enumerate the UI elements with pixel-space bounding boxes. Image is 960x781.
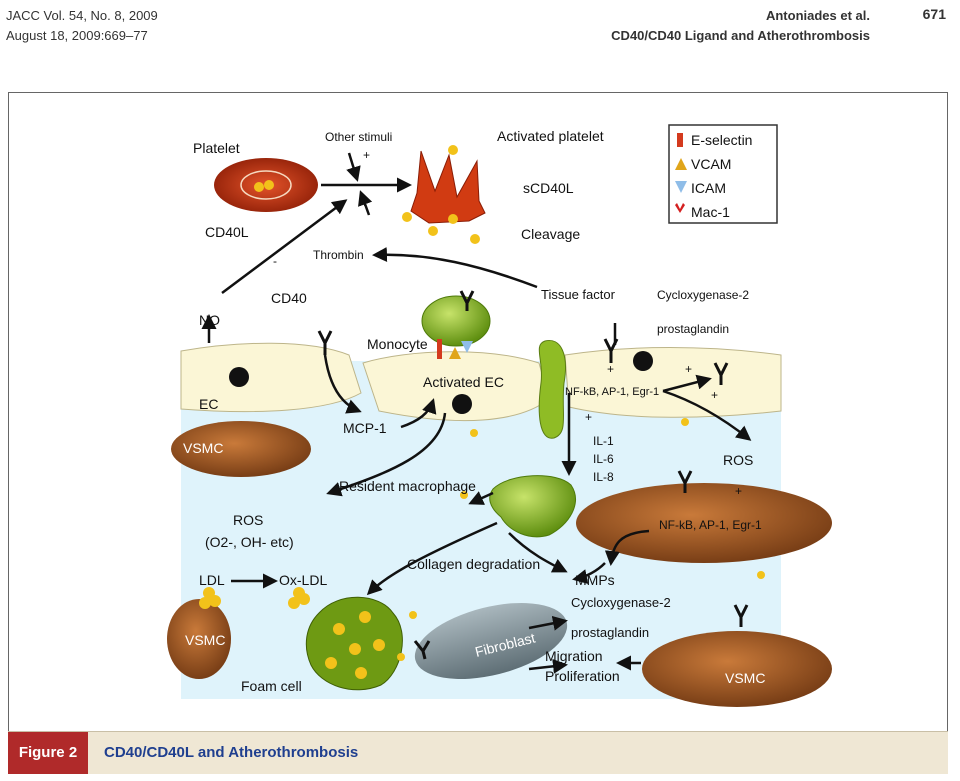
e-selectin-marker (437, 339, 442, 359)
label-migration: Migration (545, 648, 603, 664)
ec-nucleus-3 (633, 351, 653, 371)
label-plus-3: + (607, 362, 614, 376)
label-activated-platelet: Activated platelet (497, 128, 604, 144)
label-thrombin: Thrombin (313, 248, 364, 262)
label-mmps: MMPs (575, 572, 615, 588)
label-platelet: Platelet (193, 140, 240, 156)
label-collagen-degradation: Collagen degradation (407, 556, 540, 572)
bar-icon (677, 133, 683, 147)
label-plus-4: + (685, 362, 692, 376)
label-cox2-bottom: Cycloxygenase-2 (571, 595, 671, 610)
running-title: CD40/CD40 Ligand and Atherothrombosis (611, 28, 870, 43)
figure-caption: Figure 2 CD40/CD40L and Atherothrombosis (8, 731, 948, 774)
vcam-marker (449, 347, 461, 359)
label-cd40l: CD40L (205, 224, 249, 240)
authors: Antoniades et al. (765, 8, 870, 23)
label-ros-left: ROS (233, 512, 263, 528)
label-monocyte: Monocyte (367, 336, 428, 352)
label-prostaglandin-bottom: prostaglandin (571, 625, 649, 640)
label-nfkb-top: NF-kB, AP-1, Egr-1 (565, 386, 659, 398)
label-tissue-factor: Tissue factor (541, 287, 616, 302)
label-activated-ec: Activated EC (423, 374, 504, 390)
label-il8: IL-8 (593, 470, 614, 484)
journal-citation: JACC Vol. 54, No. 8, 2009 August 18, 200… (6, 6, 158, 46)
label-cox2-top: Cycloxygenase-2 (657, 288, 749, 302)
triangle-down-icon (675, 181, 687, 193)
label-vsmc-3: VSMC (725, 670, 765, 686)
fibroblast (414, 602, 568, 680)
vsmc-cell-2 (167, 599, 231, 679)
label-mcp1: MCP-1 (343, 420, 387, 436)
label-ldl: LDL (199, 572, 225, 588)
legend-e-selectin: E-selectin (691, 132, 752, 148)
running-header: Antoniades et al. CD40/CD40 Ligand and A… (611, 6, 870, 46)
ec-nucleus-2 (452, 394, 472, 414)
label-il6: IL-6 (593, 452, 614, 466)
ec-nucleus-1 (229, 367, 249, 387)
label-no: NO (199, 312, 220, 328)
label-ros-right: ROS (723, 452, 753, 468)
journal-date-pages: August 18, 2009:669–77 (6, 28, 148, 43)
label-plus-7: + (735, 484, 742, 498)
legend-icam: ICAM (691, 180, 726, 196)
label-plus-5: + (711, 388, 718, 402)
monocyte (421, 295, 491, 347)
activated-platelet (410, 150, 486, 224)
label-foam-cell: Foam cell (241, 678, 302, 694)
endothelial-cell-right (564, 347, 782, 418)
figure-number: Figure 2 (8, 732, 88, 774)
label-resident-macrophage: Resident macrophage (339, 478, 476, 494)
transmigrating-monocyte (538, 339, 566, 439)
figure-title: CD40/CD40L and Atherothrombosis (104, 744, 359, 761)
label-other-stimuli: Other stimuli (325, 130, 392, 144)
label-minus: - (273, 254, 277, 268)
label-plus-6: + (585, 410, 592, 424)
vsmc-cell-1 (171, 421, 311, 477)
resident-macrophage (489, 475, 576, 538)
endothelial-cell-left (180, 342, 362, 413)
legend: E-selectin VCAM ICAM Mac-1 (668, 124, 778, 224)
label-ec: EC (199, 396, 218, 412)
label-vsmc-2: VSMC (185, 632, 225, 648)
label-oxldl: Ox-LDL (279, 572, 327, 588)
label-cd40: CD40 (271, 290, 307, 306)
label-vsmc-1: VSMC (183, 440, 223, 456)
legend-mac1: Mac-1 (691, 204, 730, 220)
figure-diagram: Platelet CD40L Other stimuli Activated p… (167, 124, 832, 707)
vsmc-cell-3 (576, 483, 832, 563)
label-proliferation: Proliferation (545, 668, 620, 684)
label-plus-1: + (363, 148, 370, 162)
label-plus-2: + (361, 196, 368, 210)
icam-marker (461, 341, 473, 353)
vsmc-cell-4 (642, 631, 832, 707)
journal-volume: JACC Vol. 54, No. 8, 2009 (6, 8, 158, 23)
label-scd40l: sCD40L (523, 180, 574, 196)
triangle-up-icon (675, 158, 687, 170)
label-nfkb-bottom: NF-kB, AP-1, Egr-1 (659, 518, 762, 532)
label-cleavage: Cleavage (521, 226, 580, 242)
label-il1: IL-1 (593, 434, 614, 448)
page-number: 671 (922, 6, 946, 22)
label-prostaglandin-top: prostaglandin (657, 322, 729, 336)
label-ros-species: (O2-, OH- etc) (205, 534, 294, 550)
figure-frame: Platelet CD40L Other stimuli Activated p… (8, 92, 948, 732)
legend-vcam: VCAM (691, 156, 731, 172)
mac1-icon (675, 203, 685, 213)
